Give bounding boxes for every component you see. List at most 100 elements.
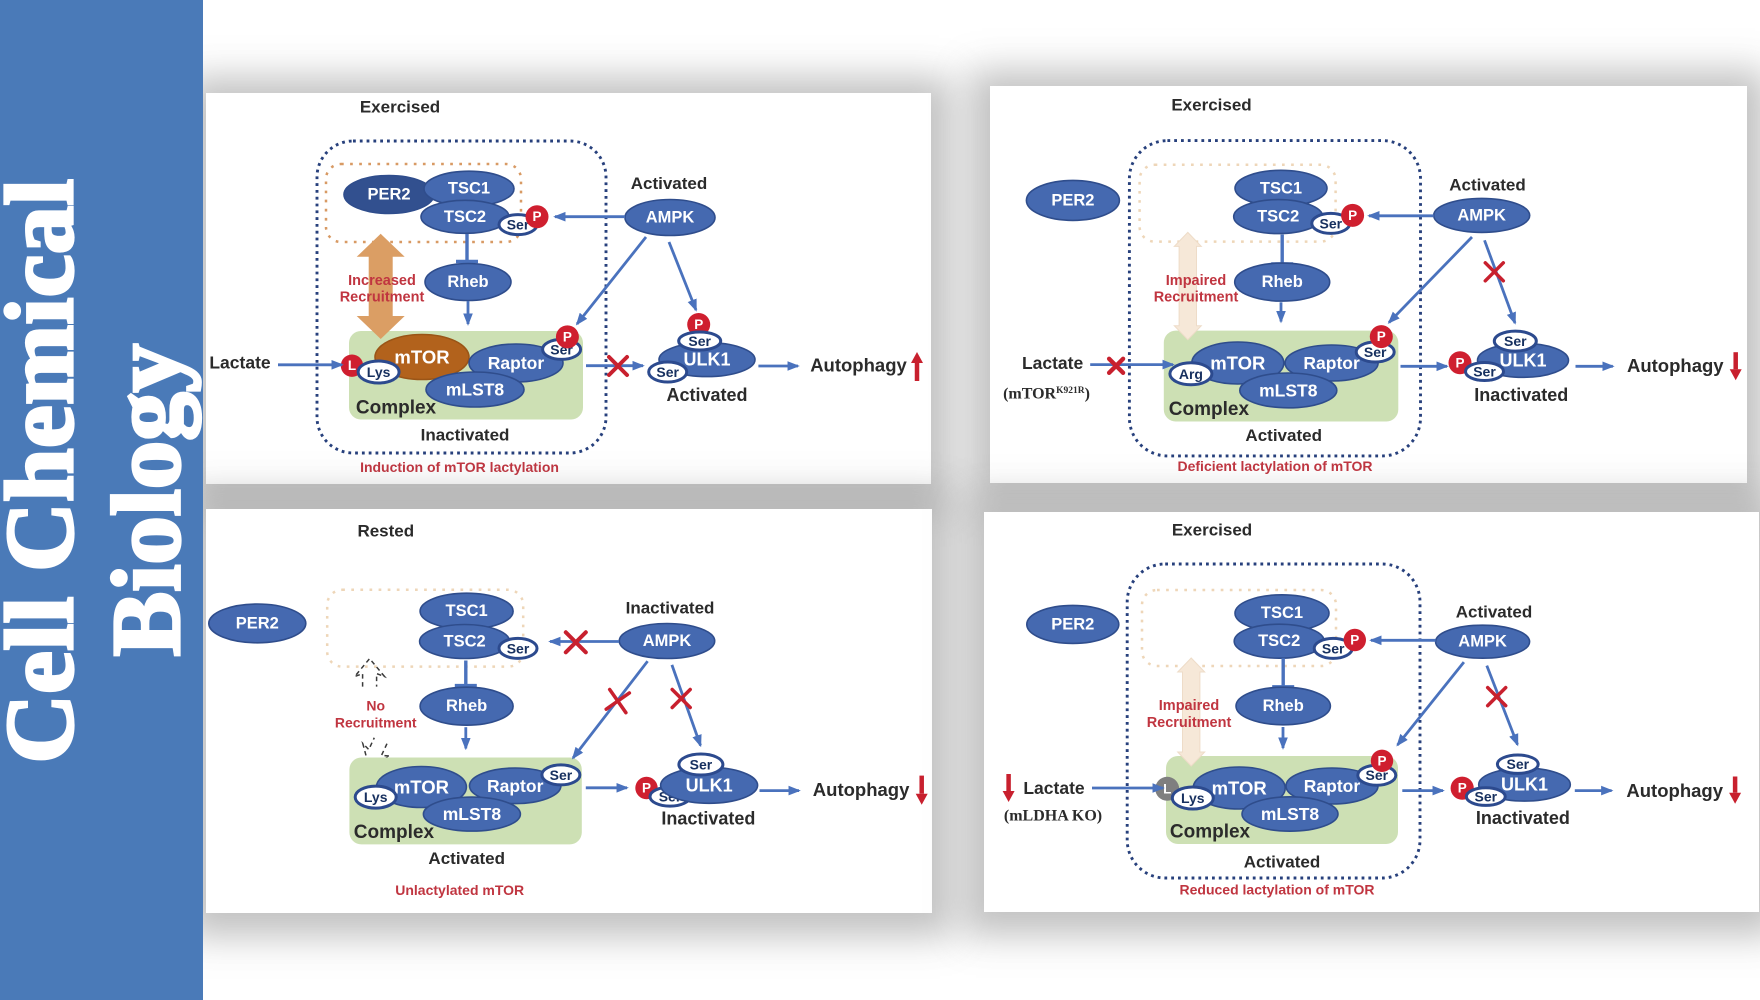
svg-text:L: L xyxy=(1163,781,1171,796)
svg-text:Exercised: Exercised xyxy=(1172,521,1252,540)
svg-text:P: P xyxy=(1348,208,1357,223)
svg-text:Complex: Complex xyxy=(1169,399,1250,420)
svg-text:Deficient lactylation of mTOR: Deficient lactylation of mTOR xyxy=(1178,458,1373,474)
svg-text:Lactate: Lactate xyxy=(209,353,271,373)
svg-text:Rheb: Rheb xyxy=(446,697,487,715)
svg-text:Activated: Activated xyxy=(428,849,505,868)
svg-text:P: P xyxy=(642,781,651,796)
svg-text:Impaired: Impaired xyxy=(1159,698,1219,714)
svg-text:Activated: Activated xyxy=(1244,853,1321,872)
svg-text:Activated: Activated xyxy=(1456,603,1533,622)
svg-text:Recruitment: Recruitment xyxy=(335,714,417,730)
svg-text:P: P xyxy=(694,317,703,332)
svg-text:Recruitment: Recruitment xyxy=(1147,715,1232,731)
svg-text:Rheb: Rheb xyxy=(1263,697,1304,715)
svg-text:Ser: Ser xyxy=(1320,215,1343,231)
svg-text:TSC2: TSC2 xyxy=(1258,632,1300,650)
svg-text:ULK1: ULK1 xyxy=(683,350,730,370)
svg-text:Exercised: Exercised xyxy=(1171,96,1251,115)
svg-text:mTOR: mTOR xyxy=(1212,778,1267,799)
svg-text:Ser: Ser xyxy=(1322,640,1345,656)
svg-text:TSC1: TSC1 xyxy=(1260,179,1302,197)
svg-text:AMPK: AMPK xyxy=(646,209,695,227)
svg-text:Raptor: Raptor xyxy=(487,776,544,796)
svg-text:P: P xyxy=(532,209,541,224)
svg-text:Raptor: Raptor xyxy=(1303,353,1360,373)
svg-text:AMPK: AMPK xyxy=(1458,633,1507,651)
svg-text:AMPK: AMPK xyxy=(643,632,692,650)
svg-text:P: P xyxy=(1455,355,1464,370)
svg-text:Autophagy: Autophagy xyxy=(813,779,910,800)
svg-text:PER2: PER2 xyxy=(1051,615,1094,633)
svg-text:mLST8: mLST8 xyxy=(446,380,505,400)
svg-text:Ser: Ser xyxy=(688,333,711,349)
svg-text:Complex: Complex xyxy=(354,822,435,843)
svg-text:Activated: Activated xyxy=(1245,426,1322,445)
svg-text:Impaired: Impaired xyxy=(1166,273,1226,289)
svg-text:P: P xyxy=(1377,329,1386,344)
svg-text:Rested: Rested xyxy=(357,522,414,541)
svg-text:Autophagy: Autophagy xyxy=(810,355,907,376)
svg-text:Raptor: Raptor xyxy=(488,353,545,373)
svg-text:TSC1: TSC1 xyxy=(448,180,490,198)
svg-text:Autophagy: Autophagy xyxy=(1626,780,1723,801)
svg-text:Inactivated: Inactivated xyxy=(661,809,755,829)
svg-text:P: P xyxy=(1377,753,1386,768)
svg-text:Activated: Activated xyxy=(666,385,747,405)
svg-text:(mLDHA KO): (mLDHA KO) xyxy=(1004,808,1102,825)
svg-text:Lys: Lys xyxy=(367,364,391,380)
svg-text:P: P xyxy=(1458,781,1467,796)
svg-text:PER2: PER2 xyxy=(236,614,279,632)
svg-text:Ser: Ser xyxy=(550,767,573,783)
svg-text:Ser: Ser xyxy=(1507,756,1530,772)
svg-text:Lactate: Lactate xyxy=(1022,353,1084,373)
svg-text:Lactate: Lactate xyxy=(1023,778,1085,798)
svg-text:Exercised: Exercised xyxy=(360,98,440,117)
svg-text:Inactivated: Inactivated xyxy=(421,426,510,445)
svg-text:Inactivated: Inactivated xyxy=(626,599,715,618)
svg-text:Inactivated: Inactivated xyxy=(1476,808,1570,828)
svg-text:Activated: Activated xyxy=(631,174,708,193)
svg-text:mLST8: mLST8 xyxy=(1259,380,1318,400)
svg-text:TSC1: TSC1 xyxy=(446,602,488,620)
svg-text:Ser: Ser xyxy=(507,640,530,656)
svg-text:TSC2: TSC2 xyxy=(1257,208,1299,226)
svg-text:Reduced lactylation of mTOR: Reduced lactylation of mTOR xyxy=(1180,882,1375,898)
svg-text:mLST8: mLST8 xyxy=(443,804,502,824)
svg-text:ULK1: ULK1 xyxy=(686,775,733,795)
svg-text:Ser: Ser xyxy=(1475,789,1498,805)
svg-text:Increased: Increased xyxy=(348,273,416,289)
svg-text:Ser: Ser xyxy=(1473,364,1496,380)
svg-text:Autophagy: Autophagy xyxy=(1627,355,1724,376)
svg-text:mTOR: mTOR xyxy=(394,347,449,368)
svg-text:Recruitment: Recruitment xyxy=(1154,290,1239,306)
svg-text:P: P xyxy=(563,329,572,344)
svg-text:Complex: Complex xyxy=(356,398,437,419)
svg-text:Activated: Activated xyxy=(1449,176,1526,195)
svg-text:Complex: Complex xyxy=(1170,822,1251,843)
svg-text:TSC1: TSC1 xyxy=(1261,604,1303,622)
svg-text:TSC2: TSC2 xyxy=(444,208,486,226)
svg-text:PER2: PER2 xyxy=(1051,191,1094,209)
svg-text:Arg: Arg xyxy=(1179,366,1203,382)
svg-text:P: P xyxy=(1350,633,1359,648)
svg-text:ULK1: ULK1 xyxy=(1499,350,1546,370)
svg-text:Lys: Lys xyxy=(1181,790,1205,806)
svg-text:Induction of mTOR lactylation: Induction of mTOR lactylation xyxy=(360,459,559,475)
svg-text:mLST8: mLST8 xyxy=(1261,804,1320,824)
svg-text:Inactivated: Inactivated xyxy=(1474,385,1568,405)
svg-text:Ser: Ser xyxy=(507,217,530,233)
svg-text:No: No xyxy=(366,698,385,714)
svg-text:TSC2: TSC2 xyxy=(444,633,486,651)
svg-text:ULK1: ULK1 xyxy=(1501,775,1548,795)
svg-text:Ser: Ser xyxy=(690,757,713,773)
svg-text:Raptor: Raptor xyxy=(1304,776,1361,796)
svg-text:L: L xyxy=(348,358,356,373)
svg-text:PER2: PER2 xyxy=(367,186,410,204)
svg-text:Ser: Ser xyxy=(1504,333,1527,349)
svg-text:Unlactylated mTOR: Unlactylated mTOR xyxy=(395,882,524,898)
svg-text:mTOR: mTOR xyxy=(1210,353,1265,374)
svg-text:mTOR: mTOR xyxy=(394,777,449,798)
svg-text:Ser: Ser xyxy=(656,364,679,380)
svg-text:AMPK: AMPK xyxy=(1457,206,1506,224)
